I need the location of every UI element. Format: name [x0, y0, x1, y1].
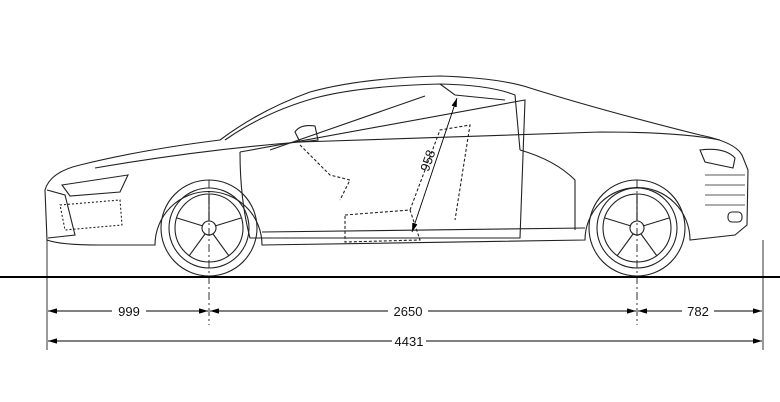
- overall-length-label: 4431: [395, 334, 424, 349]
- seat-height-label: 958: [417, 148, 438, 173]
- car-outline: [44, 75, 749, 246]
- extension-lines: [46, 180, 764, 350]
- wheelbase-label: 2650: [394, 304, 423, 319]
- dimension-lines: [48, 97, 762, 344]
- rear-overhang-label: 782: [687, 304, 709, 319]
- front-overhang-label: 999: [118, 304, 140, 319]
